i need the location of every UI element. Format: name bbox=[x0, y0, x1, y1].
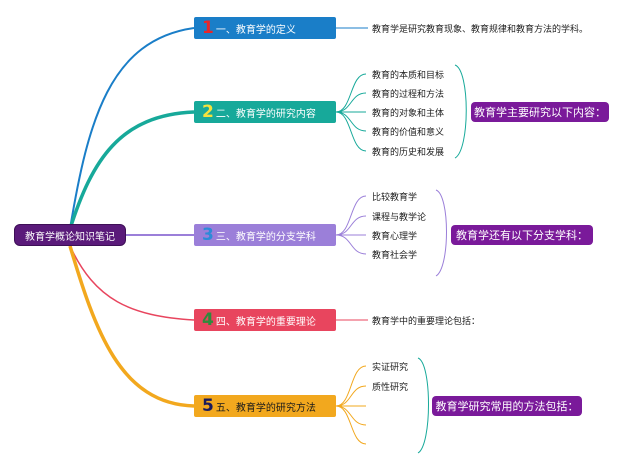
branch-node-1[interactable]: 1 一、教育学的定义 bbox=[194, 17, 336, 39]
leaf-4-1[interactable]: 教育学中的重要理论包括： bbox=[372, 317, 481, 327]
leaf-2-2[interactable]: 教育的过程和方法 bbox=[372, 90, 445, 100]
connector-root-branch-1 bbox=[69, 27, 195, 230]
connector-root-branch-4 bbox=[69, 245, 195, 321]
branch-label-3: 三、教育学的分支学科 bbox=[215, 231, 316, 243]
leaf-2-4[interactable]: 教育的价值和意义 bbox=[372, 128, 445, 138]
summary-2[interactable]: 教育学主要研究以下内容： bbox=[471, 102, 609, 122]
branch-number-4: 4 bbox=[202, 310, 214, 330]
branch-node-4[interactable]: 4 四、教育学的重要理论 bbox=[194, 309, 336, 331]
connector-branch-2-fan bbox=[335, 73, 367, 152]
leaf-3-3[interactable]: 教育心理学 bbox=[372, 232, 418, 242]
connector-root-branch-2 bbox=[68, 110, 195, 230]
bracket-branch-3 bbox=[435, 189, 447, 277]
connector-root-branch-5 bbox=[68, 245, 195, 408]
connector-branch-3-fan bbox=[335, 195, 367, 255]
leaf-3-1[interactable]: 比较教育学 bbox=[372, 193, 418, 203]
root-node[interactable]: 教育学概论知识笔记 bbox=[14, 224, 126, 246]
branch-label-2: 二、教育学的研究内容 bbox=[215, 108, 316, 120]
leaf-3-2[interactable]: 课程与教学论 bbox=[372, 213, 427, 223]
leaf-2-3[interactable]: 教育的对象和主体 bbox=[372, 109, 445, 119]
branch-label-4: 四、教育学的重要理论 bbox=[215, 316, 316, 328]
bracket-branch-2 bbox=[454, 64, 467, 159]
branch-node-2[interactable]: 2 二、教育学的研究内容 bbox=[194, 101, 336, 123]
branch-label-5: 五、教育学的研究方法 bbox=[215, 402, 316, 414]
branch-number-1: 1 bbox=[202, 18, 214, 38]
branch-number-3: 3 bbox=[202, 225, 214, 245]
leaf-3-4[interactable]: 教育社会学 bbox=[372, 251, 418, 261]
root-label: 教育学概论知识笔记 bbox=[25, 231, 115, 243]
connector-branch-5-fan bbox=[335, 365, 367, 445]
leaf-2-5[interactable]: 教育的历史和发展 bbox=[372, 148, 445, 158]
branch-node-3[interactable]: 3 三、教育学的分支学科 bbox=[194, 224, 336, 246]
bracket-branch-5 bbox=[417, 357, 429, 454]
branch-number-2: 2 bbox=[202, 102, 214, 122]
leaf-5-2[interactable]: 质性研究 bbox=[372, 383, 409, 393]
summary-3[interactable]: 教育学还有以下分支学科： bbox=[451, 225, 593, 245]
branch-label-1: 一、教育学的定义 bbox=[215, 24, 296, 36]
branch-node-5[interactable]: 5 五、教育学的研究方法 bbox=[194, 395, 336, 417]
leaf-1-1[interactable]: 教育学是研究教育现象、教育规律和教育方法的学科。 bbox=[372, 25, 589, 35]
branch-number-5: 5 bbox=[202, 396, 214, 416]
leaf-5-1[interactable]: 实证研究 bbox=[372, 363, 409, 373]
leaf-2-1[interactable]: 教育的本质和目标 bbox=[372, 71, 445, 81]
summary-5[interactable]: 教育学研究常用的方法包括： bbox=[432, 396, 582, 416]
